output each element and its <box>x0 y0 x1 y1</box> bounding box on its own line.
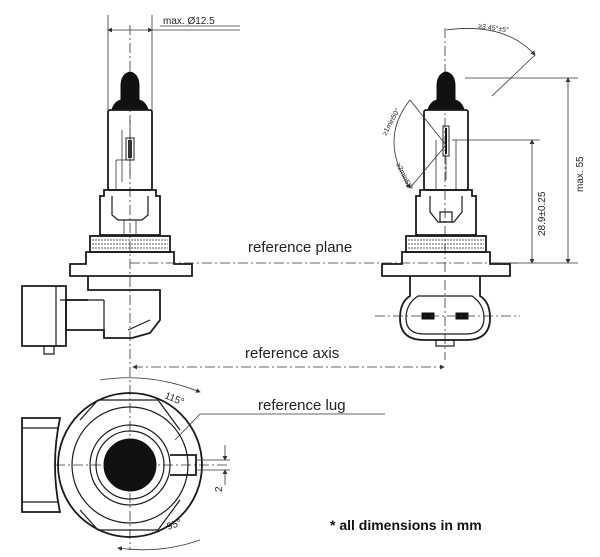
bottom-connector <box>21 417 62 513</box>
left-bulb-base <box>99 189 161 236</box>
angle-b-label: ≥2min52° <box>394 161 414 191</box>
max-diameter-label: max. Ø12.5 <box>163 16 215 27</box>
right-flange <box>381 251 511 277</box>
left-connector-plug <box>21 285 67 347</box>
reference-plane-label: reference plane <box>248 239 352 256</box>
bottom-outer-ring <box>57 392 203 538</box>
left-bulb-view: max. Ø12.5 <box>21 15 240 550</box>
right-bulb-view: max. 55 28.9±0.25 ≥3 45°±5° ≥1min50° ≥2m… <box>375 22 586 360</box>
left-flange <box>69 251 193 277</box>
right-bulb-cap <box>427 71 465 111</box>
bottom-center-cap <box>103 438 157 492</box>
reference-axis-label: reference axis <box>245 345 339 362</box>
height-ref-label: 28.9±0.25 <box>537 191 548 236</box>
angle-top-label: ≥3 45°±5° <box>478 22 510 34</box>
reference-annotations: reference plane reference axis reference… <box>130 239 520 441</box>
units-note: * all dimensions in mm <box>330 517 482 533</box>
right-bulb-base <box>415 189 477 236</box>
dim-2-label: 2 <box>214 486 225 492</box>
reference-lug-label: reference lug <box>258 397 346 414</box>
angle-95-label: 95° <box>166 518 184 533</box>
left-bulb-cap <box>111 71 149 111</box>
bottom-bulb-view: 2 115° 95° <box>21 377 230 551</box>
angle-115-label: 115° <box>163 391 186 409</box>
angle-a-label: ≥1min50° <box>381 107 402 137</box>
height-max-label: max. 55 <box>575 156 586 192</box>
